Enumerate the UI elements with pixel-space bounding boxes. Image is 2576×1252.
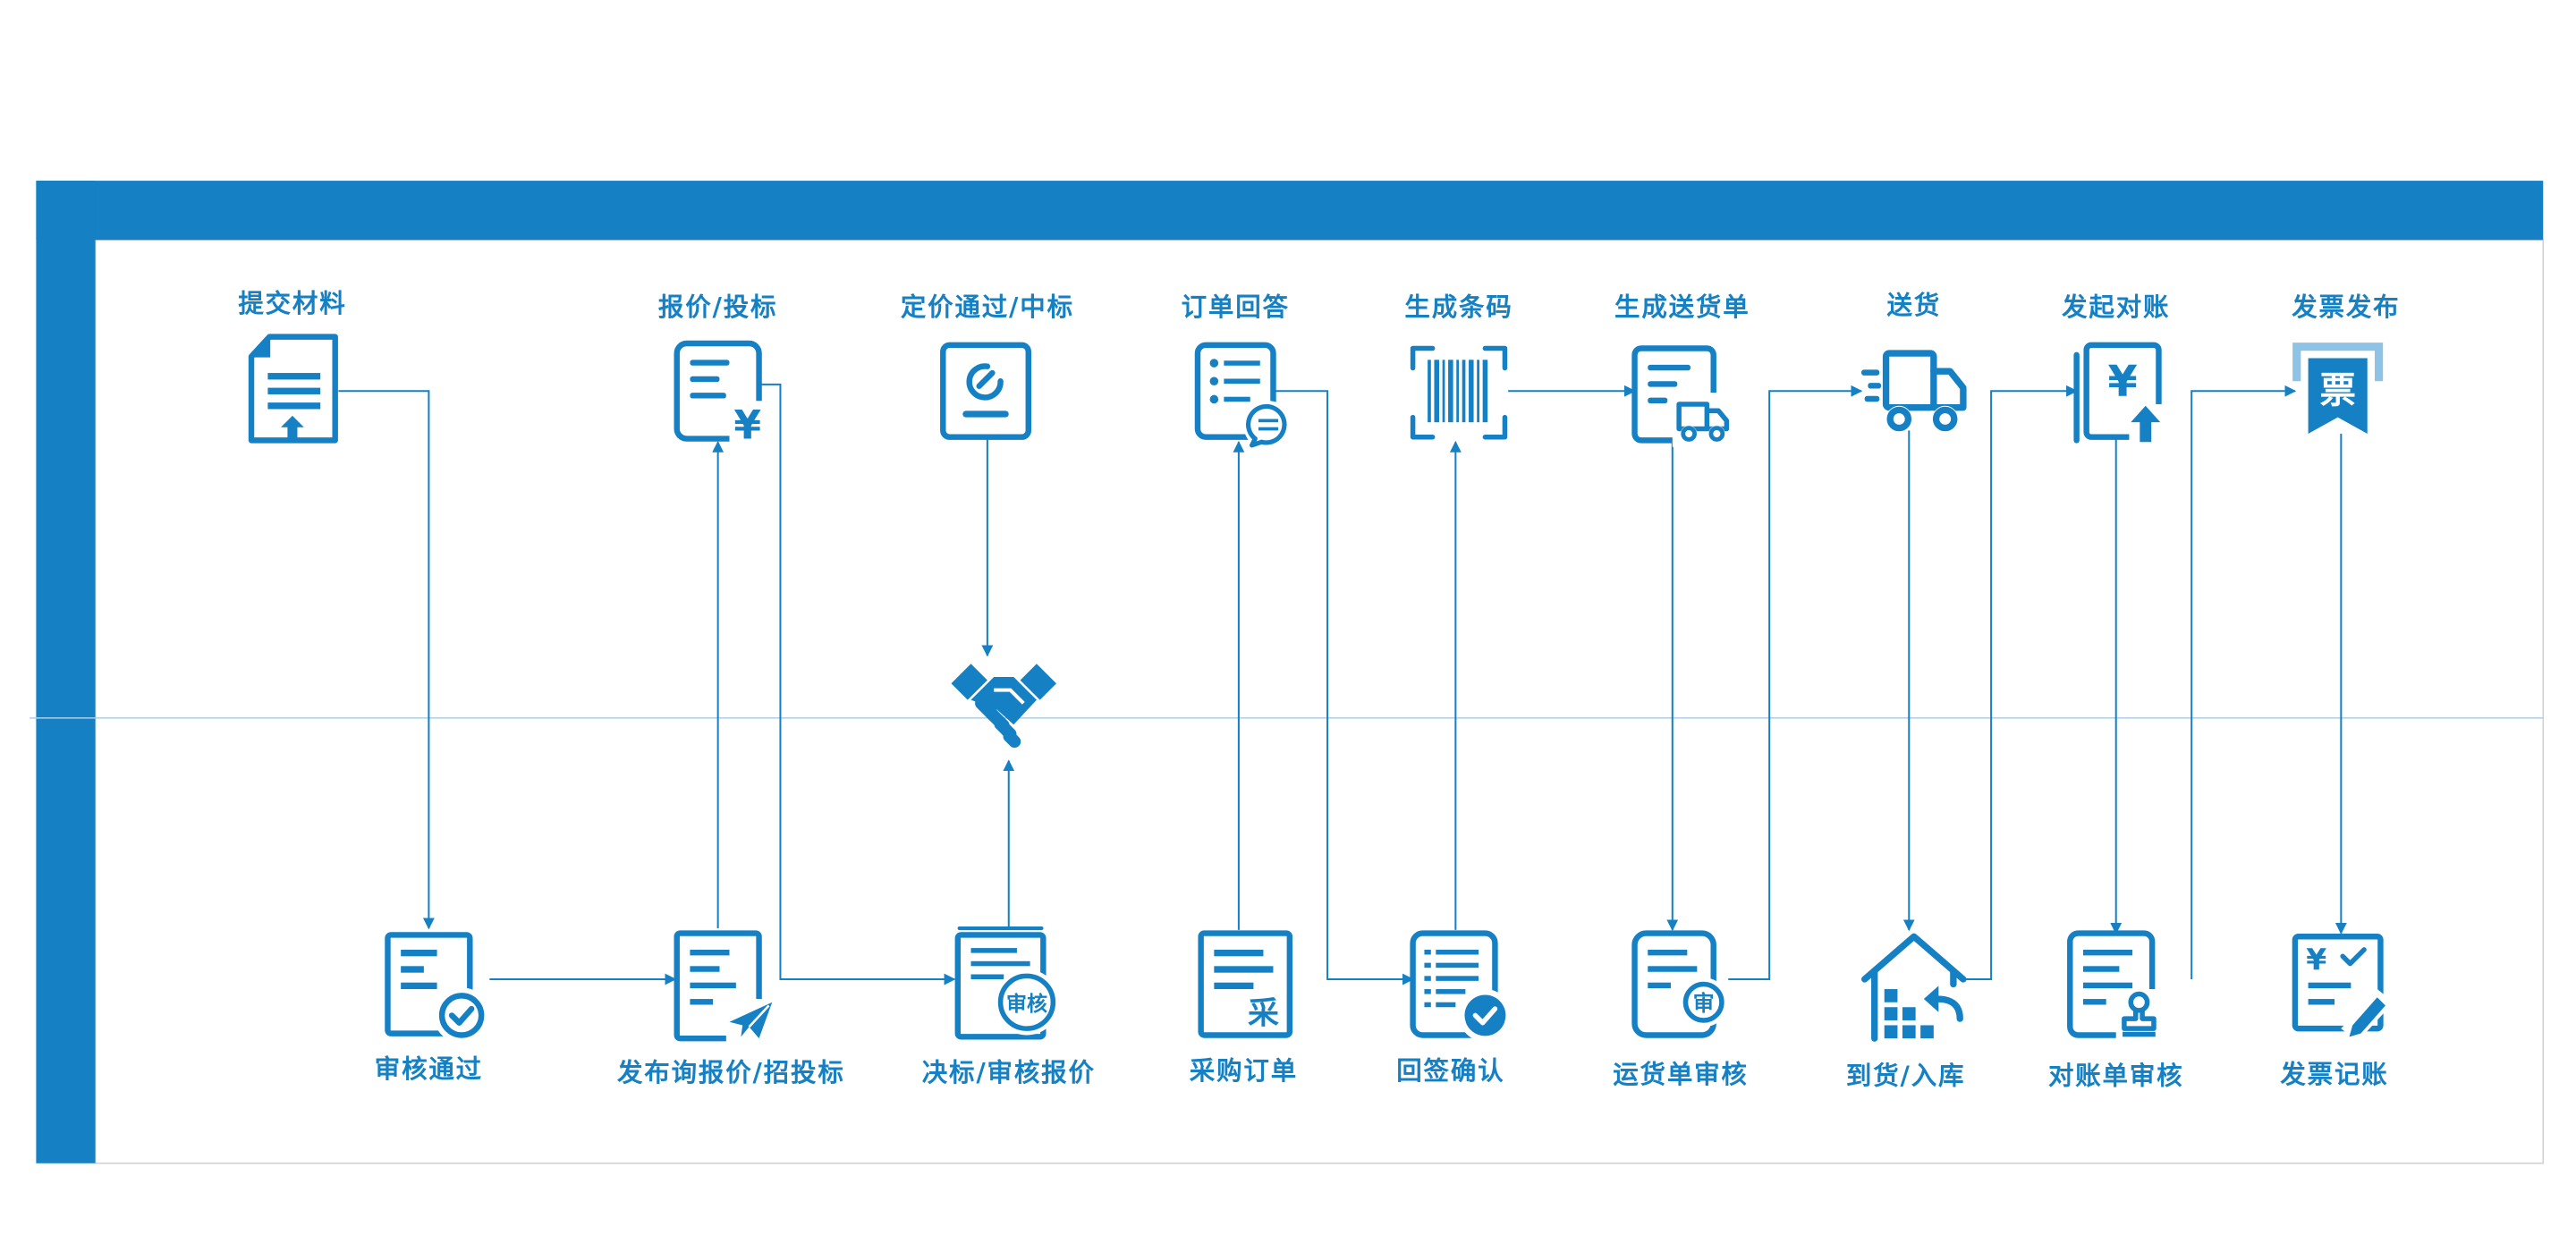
step-label: 报价/投标	[658, 292, 777, 322]
connectors	[338, 383, 2347, 986]
warehouse-receipt-icon	[1861, 933, 1967, 1042]
reconciliation-start-icon: ¥	[2073, 342, 2165, 447]
step-delivery: 送货	[1861, 291, 1967, 433]
step-label: 采购订单	[1190, 1056, 1298, 1086]
step-submit-materials: 提交材料	[238, 289, 346, 444]
step-label: 审核通过	[375, 1054, 483, 1084]
statement-review-icon	[2067, 930, 2165, 1042]
panel-left-bar	[36, 181, 96, 1163]
connector-arrow	[338, 390, 435, 930]
pricing-approved-icon	[940, 342, 1032, 440]
step-label: 订单回答	[1182, 292, 1290, 322]
step-order-reply: 订单回答	[1182, 292, 1293, 451]
svg-text:¥: ¥	[2306, 942, 2326, 977]
step-label: 发票发布	[2291, 292, 2400, 322]
svg-text:审: 审	[1693, 991, 1715, 1016]
svg-text:¥: ¥	[2107, 358, 2137, 407]
svg-text:¥: ¥	[733, 403, 761, 449]
step-label: 生成送货单	[1614, 292, 1750, 322]
step-arrival-warehousing: 到货/入库	[1846, 933, 1967, 1091]
step-approved: 审核通过	[375, 932, 490, 1084]
step-label: 回签确认	[1396, 1056, 1504, 1086]
connector-arrow	[1728, 385, 1863, 981]
svg-text:票: 票	[2319, 368, 2355, 411]
step-invoice-booking: ¥ 发票记账	[2279, 934, 2394, 1089]
step-sign-back-confirm: 回签确认	[1396, 930, 1512, 1086]
step-start-reconciliation: 发起对账 ¥	[2061, 292, 2170, 447]
step-label: 发布询报价/招投标	[616, 1058, 845, 1087]
handshake-icon	[951, 664, 1057, 749]
purchase-order-icon: 采	[1198, 930, 1293, 1038]
step-label: 发票记账	[2279, 1060, 2388, 1089]
step-generate-barcode: 生成条码	[1404, 292, 1513, 440]
connector-arrow	[1273, 390, 1414, 986]
connector-arrow	[1962, 385, 2078, 981]
step-purchase-order: 采 采购订单	[1190, 930, 1298, 1086]
sign-back-confirm-icon	[1410, 930, 1512, 1042]
svg-text:审核: 审核	[1006, 992, 1047, 1016]
waybill-review-icon: 审	[1631, 930, 1729, 1038]
svg-text:采: 采	[1248, 996, 1279, 1032]
order-reply-icon	[1194, 342, 1293, 451]
invoice-publish-icon: 票	[2292, 343, 2384, 435]
step-label: 提交材料	[238, 289, 346, 318]
step-quote-bid: 报价/投标 ¥	[658, 292, 777, 449]
connector-arrow	[2190, 385, 2297, 980]
delivery-truck-icon	[1861, 350, 1967, 433]
step-bid-review: 审核 决标/审核报价	[922, 926, 1096, 1087]
delivery-note-icon	[1631, 345, 1732, 447]
step-label: 对账单审核	[2048, 1062, 2184, 1091]
connector-arrow	[758, 383, 956, 986]
panel-frame	[36, 181, 2544, 1164]
document-upload-icon	[248, 334, 338, 444]
step-pricing-approved: 定价通过/中标	[901, 292, 1074, 440]
step-invoice-publish: 发票发布 票	[2291, 292, 2400, 435]
approved-document-icon	[385, 932, 490, 1044]
barcode-icon	[1410, 345, 1508, 440]
step-waybill-review: 审 运货单审核	[1613, 930, 1749, 1089]
step-label: 决标/审核报价	[922, 1058, 1096, 1087]
quote-document-yen-icon: ¥	[674, 340, 766, 449]
bid-review-icon: 审核	[954, 926, 1060, 1040]
step-publish-inquiry: 发布询报价/招投标	[616, 930, 845, 1087]
step-label: 定价通过/中标	[901, 292, 1074, 322]
step-statement-review: 对账单审核	[2048, 930, 2184, 1091]
step-label: 送货	[1886, 291, 1941, 320]
step-label: 到货/入库	[1846, 1062, 1965, 1091]
step-label: 运货单审核	[1613, 1060, 1749, 1089]
step-label: 生成条码	[1404, 292, 1513, 322]
panel-top-bar	[36, 181, 2544, 241]
invoice-booking-icon: ¥	[2292, 934, 2394, 1042]
publish-inquiry-icon	[674, 930, 775, 1045]
step-generate-delivery-note: 生成送货单	[1614, 292, 1750, 447]
step-label: 发起对账	[2061, 292, 2170, 322]
